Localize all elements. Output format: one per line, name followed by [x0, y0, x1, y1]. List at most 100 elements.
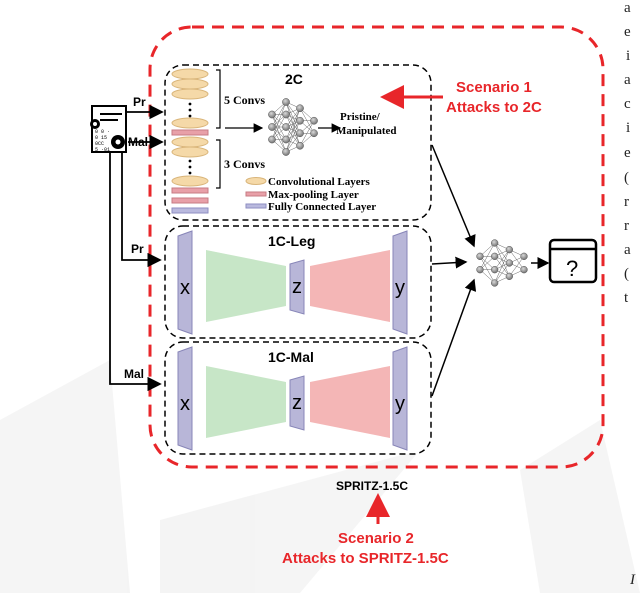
side-char: e: [624, 24, 631, 40]
network-node: [282, 123, 290, 131]
side-char: r: [624, 194, 629, 210]
input-edges: [109, 104, 164, 392]
scenario-2-subtitle: Attacks to SPRITZ-1.5C: [282, 550, 449, 567]
edge-label-mal-top: Mal: [128, 135, 148, 149]
latent-bar-leg: [289, 259, 305, 315]
side-char: e: [624, 145, 631, 161]
output-y-leg: y: [395, 277, 405, 299]
scenario-2-title: Scenario 2: [338, 530, 414, 547]
network-edge: [285, 108, 301, 128]
network-node: [282, 110, 290, 119]
block-label-5-convs: 5 Convs: [224, 93, 265, 107]
network-edge: [285, 120, 301, 153]
module-1c-mal: 1C-Mal x z y: [164, 341, 432, 455]
input-bar-mal: [177, 346, 193, 451]
module-2c: 2C 5 Convs 3 Convs: [164, 64, 432, 221]
network-node: [491, 239, 499, 247]
module-1c-mal-title: 1C-Mal: [268, 349, 314, 365]
side-char: (: [624, 170, 629, 186]
file-text-line: 0 0 ·: [95, 129, 110, 135]
network-node: [282, 135, 290, 144]
network-node: [491, 252, 499, 260]
side-char: i: [626, 48, 630, 64]
network-edge: [494, 249, 510, 270]
side-char: (: [624, 266, 629, 282]
scenario-1-subtitle: Attacks to 2C: [446, 99, 542, 116]
file-text-line: 0 15: [95, 135, 107, 141]
edge-mal-bottom: [109, 152, 162, 392]
latent-z-mal: z: [292, 392, 302, 414]
fusion-edges: [431, 144, 550, 397]
block-label-3-convs: 3 Convs: [224, 157, 265, 171]
side-char: c: [624, 96, 631, 112]
network-node: [505, 259, 513, 267]
network-node: [476, 252, 484, 260]
input-bar-leg: [177, 230, 193, 335]
input-x-leg: x: [180, 277, 190, 299]
encoder-leg: [206, 250, 286, 322]
network-node: [520, 266, 528, 274]
system-label: SPRITZ-1.5C: [336, 479, 408, 493]
network-node: [296, 104, 304, 113]
legend-fc-label: Fully Connected Layer: [268, 201, 376, 213]
conv-stack-top: [171, 68, 209, 136]
file-text-line: 0CC: [95, 141, 104, 147]
output-y-mal: y: [395, 393, 405, 415]
edge-mal-to-fusion: [431, 278, 477, 397]
network-node: [268, 135, 276, 144]
fusion-network-nodes: [476, 239, 528, 287]
background-watermark: [0, 360, 640, 593]
side-char: r: [624, 218, 629, 234]
network-edge: [285, 108, 301, 140]
network-edge: [271, 101, 287, 140]
file-text-line: 5 ·01: [95, 147, 110, 153]
spritz-system-boundary: [148, 25, 605, 469]
legend-conv-label: Convolutional Layers: [268, 176, 370, 188]
input-x-mal: x: [180, 393, 190, 415]
edge-label-pr-top: Pr: [133, 95, 146, 109]
network-edge: [509, 256, 525, 277]
legend-swatch-fc: [245, 203, 267, 209]
decoder-leg: [310, 250, 390, 322]
side-char: i: [626, 120, 630, 136]
network-node: [476, 266, 484, 274]
input-file-icon: 0 0 · 0 15 0CC 5 ·01: [90, 105, 127, 153]
legend-swatch-pool: [245, 191, 267, 197]
result-window: ?: [548, 238, 598, 284]
side-char: t: [624, 290, 629, 306]
network-node: [268, 110, 276, 119]
module-1c-leg: 1C-Leg x z y: [164, 225, 432, 339]
network-edge: [271, 101, 287, 128]
gear-icon: [90, 119, 125, 149]
side-char: a: [624, 242, 631, 258]
network-node: [282, 98, 290, 106]
edge-label-pr-mid: Pr: [131, 242, 144, 256]
edge-label-mal-bottom: Mal: [124, 367, 144, 381]
decoder-mal: [310, 366, 390, 438]
network-node: [505, 272, 513, 280]
fusion-network: [479, 242, 525, 284]
network-node: [310, 116, 318, 125]
network-node: [296, 141, 304, 150]
network-edge: [494, 249, 510, 284]
edge-2c-to-fusion: [431, 144, 476, 248]
network-edge: [271, 114, 287, 140]
network-node: [282, 148, 290, 156]
side-text-column: a e i a c i e ( r r a ( t I: [624, 0, 636, 588]
network-node: [268, 123, 276, 131]
side-char: a: [624, 72, 631, 88]
bottom-right-char: I: [629, 572, 636, 588]
network-node: [296, 129, 304, 138]
scenario-1-title: Scenario 1: [456, 79, 532, 96]
result-symbol: ?: [566, 256, 578, 281]
network-node: [520, 252, 528, 260]
edge-leg-to-fusion: [431, 256, 468, 269]
module-2c-title: 2C: [285, 71, 303, 87]
network-edge: [285, 108, 301, 153]
network-edge: [479, 242, 495, 270]
output-label-line2: Manipulated: [336, 125, 397, 137]
latent-bar-mal: [289, 375, 305, 431]
network-node: [296, 116, 304, 125]
network-edge: [494, 262, 510, 284]
